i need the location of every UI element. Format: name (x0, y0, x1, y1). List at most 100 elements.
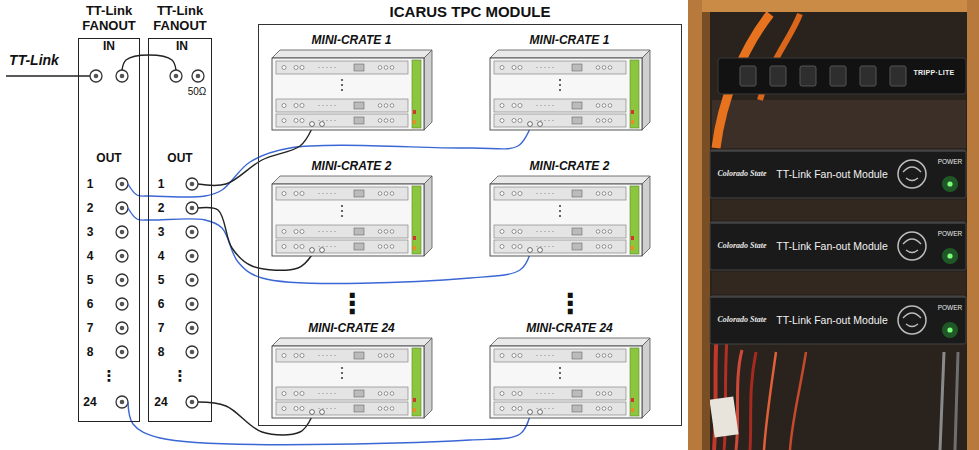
crate-drawing (272, 338, 432, 418)
crate-drawing (294, 118, 298, 122)
crate-drawing (608, 103, 612, 107)
crate-drawing (294, 103, 298, 107)
crate-drawing (536, 355, 556, 356)
rack-photo (947, 327, 952, 332)
crate-drawing (378, 353, 382, 357)
crate-drawing (384, 65, 388, 69)
connector-symbol (186, 178, 198, 190)
mini-crate: MINI-CRATE 2 (272, 176, 432, 256)
crate-drawing (536, 105, 556, 106)
port-label: OUT (167, 152, 192, 164)
mini-crate: MINI-CRATE 2 (490, 176, 650, 256)
crate-drawing (354, 243, 364, 250)
rack-photo (764, 352, 776, 450)
channel-number: 8 (87, 346, 94, 358)
crate-drawing (294, 353, 298, 357)
crate-drawing (596, 191, 600, 195)
ellipsis: ⋮ (338, 290, 366, 318)
crate-drawing (300, 406, 304, 410)
rack-photo (800, 66, 816, 86)
channel-number: 3 (87, 226, 94, 238)
crate-drawing (413, 110, 416, 114)
crate-drawing (300, 191, 304, 195)
rack-photo (942, 248, 958, 264)
rack-photo (702, 12, 710, 450)
crate-drawing (300, 244, 304, 248)
crate-drawing (384, 353, 388, 357)
crate-drawing (527, 121, 532, 126)
crate-drawing (384, 229, 388, 233)
led-label: POWER (938, 159, 963, 166)
ellipsis: ⋮ (173, 369, 188, 384)
crate-drawing (494, 240, 626, 253)
crate-drawing (512, 118, 516, 122)
connector-symbol (186, 274, 198, 286)
crate-drawing (572, 64, 582, 71)
crate-drawing (572, 117, 582, 124)
rack-photo (898, 160, 926, 188)
crate-drawing (294, 191, 298, 195)
rack-photo (712, 272, 966, 294)
crate-drawing (500, 103, 504, 107)
crate-drawing (608, 191, 612, 195)
rack-photo (898, 232, 926, 260)
rack-photo (709, 397, 738, 438)
logo-text: Colorado State (717, 242, 766, 250)
connector-symbol (186, 298, 198, 310)
crate-drawing (602, 406, 606, 410)
crate-drawing (341, 210, 343, 212)
crate-drawing (378, 406, 382, 410)
crate-drawing (631, 236, 634, 240)
rack-photo (942, 322, 958, 338)
connector-symbol (186, 396, 198, 408)
rack-photo (736, 350, 742, 450)
crate-drawing (390, 65, 394, 69)
crate-drawing (354, 102, 364, 109)
crate-drawing (608, 118, 612, 122)
box-heading: MINI-CRATE 24 (308, 322, 394, 336)
channel-number: 5 (87, 274, 94, 286)
crate-drawing (282, 391, 286, 395)
box-heading: MINI-CRATE 1 (530, 34, 610, 48)
crate-drawing (309, 409, 314, 414)
crate-drawing (413, 246, 416, 250)
rack-photo (688, 0, 979, 450)
crate-drawing (276, 349, 408, 362)
crate-drawing (494, 225, 626, 238)
crate-drawing (390, 191, 394, 195)
crate-drawing (518, 391, 522, 395)
crate-drawing (272, 176, 432, 256)
crate-drawing (319, 247, 324, 252)
rack-photo (903, 167, 921, 181)
connector-symbol (186, 202, 198, 214)
crate-drawing (494, 61, 626, 74)
crate-drawing (596, 65, 600, 69)
crate-drawing (631, 398, 634, 402)
crate-drawing (276, 402, 408, 415)
crate-drawing (512, 191, 516, 195)
crate-drawing (500, 391, 504, 395)
crate-drawing (642, 338, 650, 418)
crate-drawing (518, 191, 522, 195)
crate-drawing (318, 231, 338, 232)
rack-photo (711, 223, 965, 224)
crate-drawing (518, 229, 522, 233)
crate-drawing (272, 50, 432, 58)
channel-number: 7 (87, 322, 94, 334)
crate-drawing (294, 244, 298, 248)
crate-drawing (272, 184, 424, 256)
crate-drawing (572, 390, 582, 397)
crate-drawing (282, 65, 286, 69)
channel-number: 24 (83, 396, 96, 408)
crate-drawing (384, 103, 388, 107)
crate-drawing (559, 89, 561, 91)
connector-symbol (116, 178, 128, 190)
crate-drawing (559, 79, 561, 81)
channel-number: 4 (158, 250, 165, 262)
crate-drawing (596, 229, 600, 233)
crate-drawing (318, 193, 338, 194)
crate-drawing (536, 231, 556, 232)
crate-drawing (300, 391, 304, 395)
crate-drawing (559, 367, 561, 369)
connector-symbol (186, 322, 198, 334)
